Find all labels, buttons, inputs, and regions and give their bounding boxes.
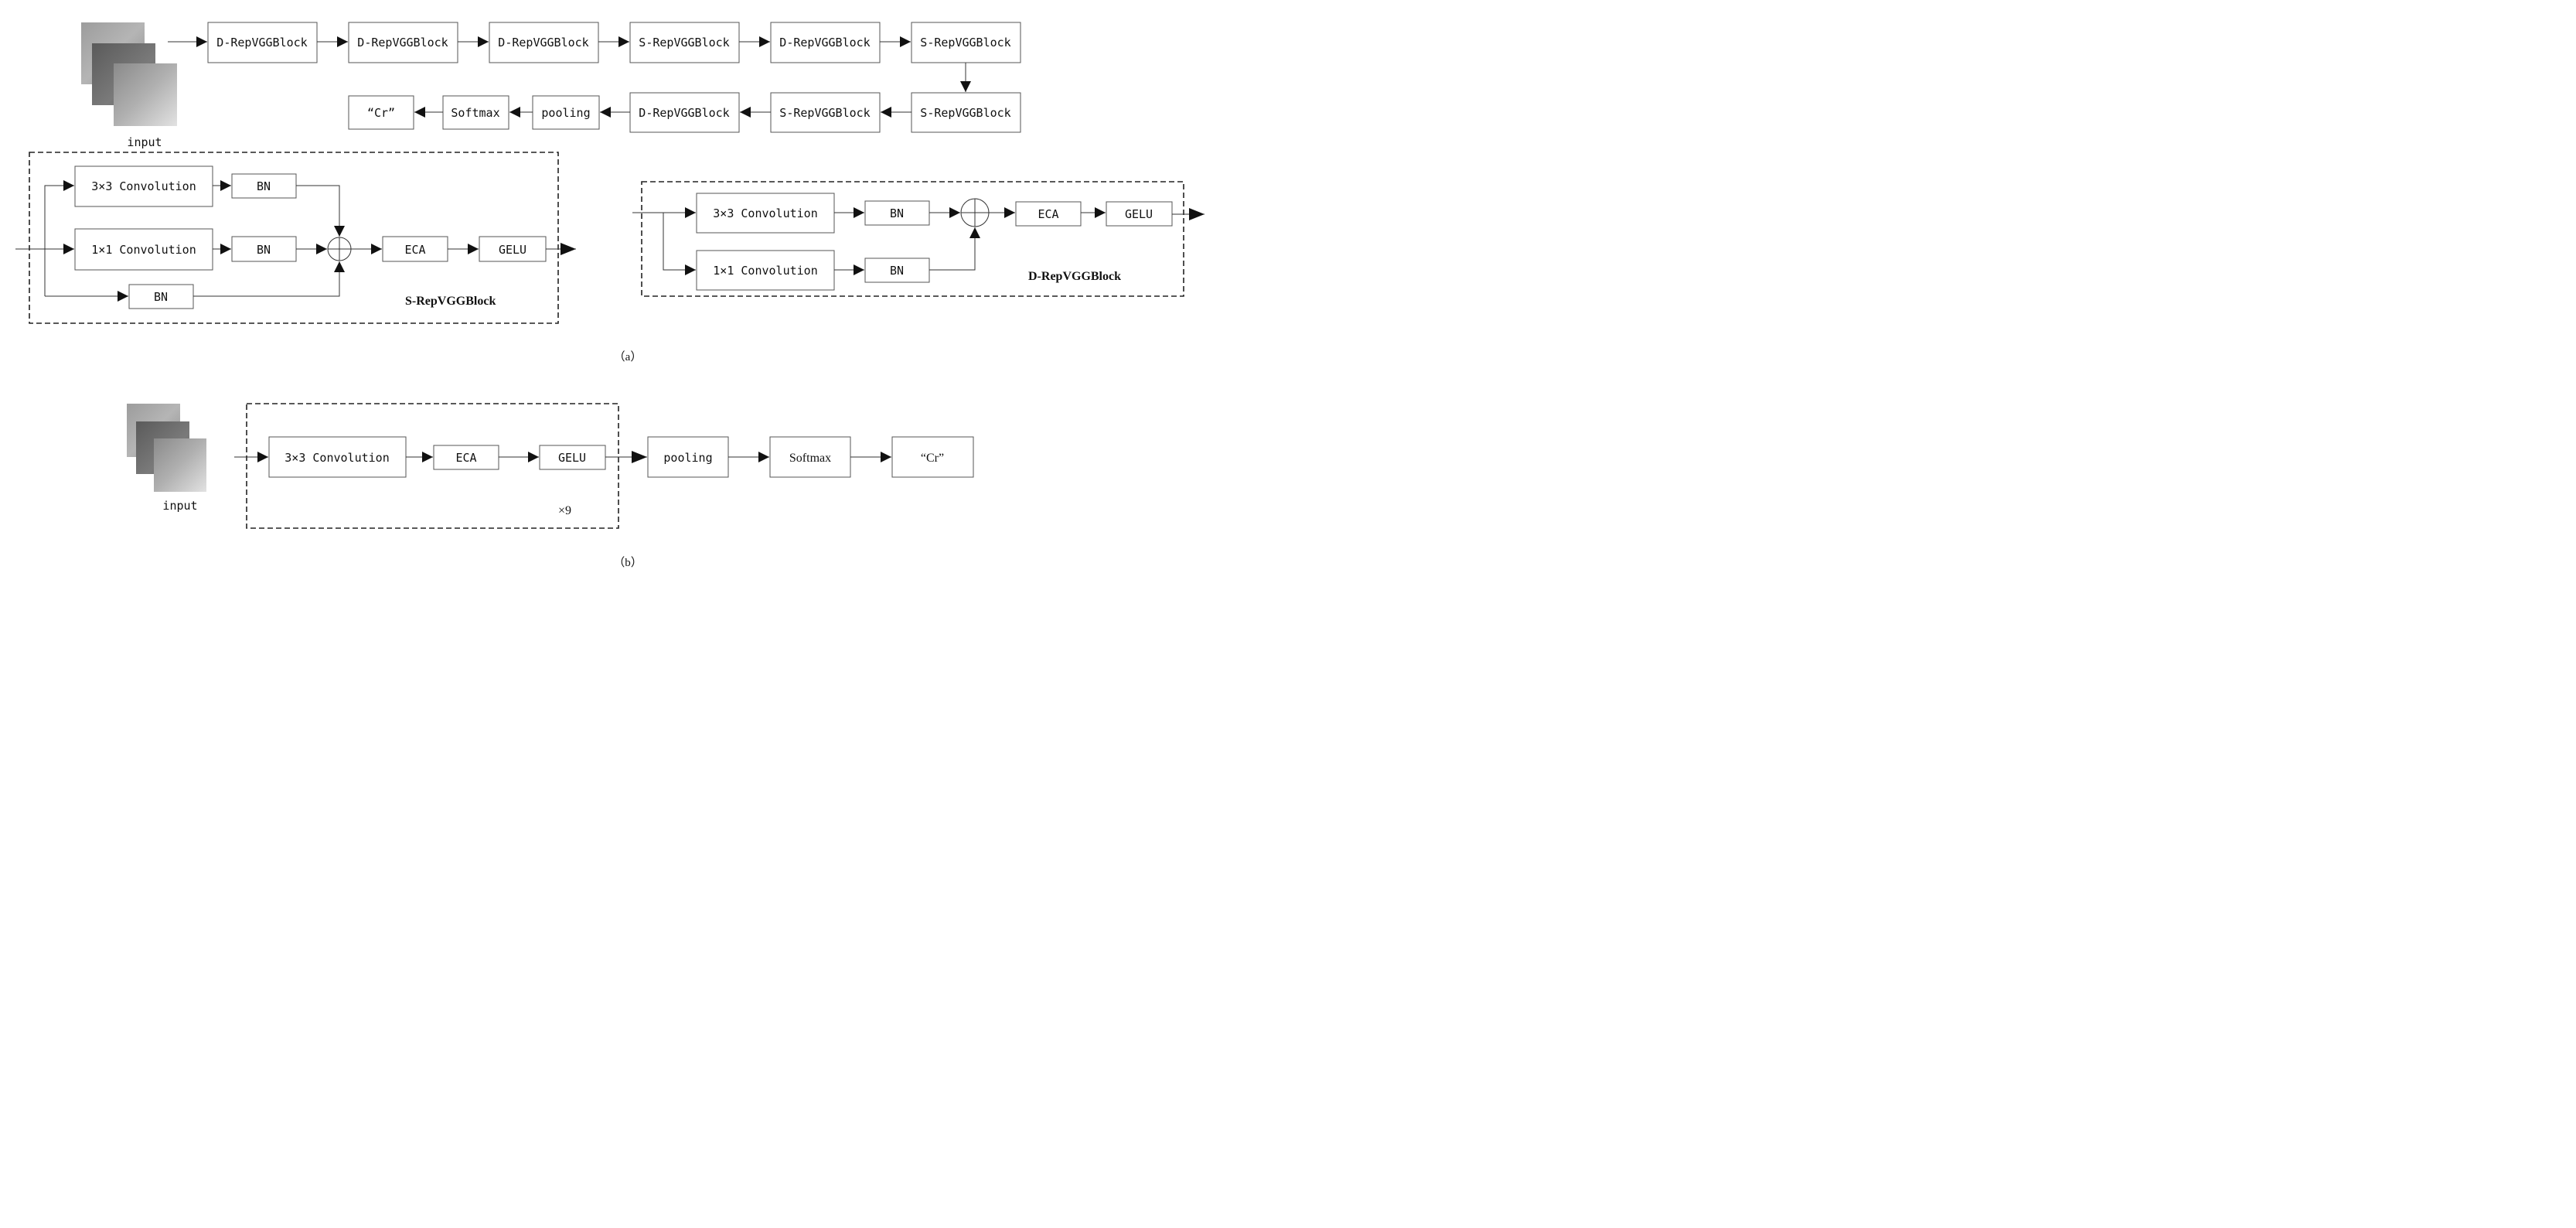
s-conv1x1-block: 1×1 Convolution xyxy=(74,228,213,271)
svg-text:D-RepVGGBlock: D-RepVGGBlock xyxy=(357,36,448,49)
svg-text:1×1 Convolution: 1×1 Convolution xyxy=(91,243,196,257)
svg-text:BN: BN xyxy=(257,243,271,257)
svg-text:S-RepVGGBlock: S-RepVGGBlock xyxy=(779,106,870,120)
svg-text:ECA: ECA xyxy=(455,451,476,465)
pipeline-block-8: S-RepVGGBlock xyxy=(770,92,881,133)
d-repvggblock-frame xyxy=(641,181,1184,297)
svg-text:“Cr”: “Cr” xyxy=(921,452,944,465)
pipeline-block-1: D-RepVGGBlock xyxy=(207,22,318,63)
d-bn-block-2: BN xyxy=(864,258,930,283)
pipeline-block-6: S-RepVGGBlock xyxy=(911,22,1021,63)
d-repvggblock-title: D-RepVGGBlock xyxy=(1028,270,1121,283)
svg-text:D-RepVGGBlock: D-RepVGGBlock xyxy=(779,36,870,49)
svg-text:D-RepVGGBlock: D-RepVGGBlock xyxy=(498,36,588,49)
svg-text:D-RepVGGBlock: D-RepVGGBlock xyxy=(216,36,307,49)
svg-text:ECA: ECA xyxy=(404,243,425,257)
svg-text:pooling: pooling xyxy=(541,106,590,120)
s-sum-node-icon xyxy=(327,237,352,261)
network-architecture-diagram: input D-RepVGGBlock D-RepVGGBlock D-RepV… xyxy=(15,22,1205,569)
svg-text:BN: BN xyxy=(154,290,168,304)
pipeline-block-4: S-RepVGGBlock xyxy=(629,22,740,63)
pipeline-block-7: S-RepVGGBlock xyxy=(911,92,1021,133)
svg-text:ECA: ECA xyxy=(1038,207,1058,221)
s-repvggblock-frame xyxy=(29,152,559,324)
repeat-block-frame xyxy=(246,403,619,529)
b-conv3x3-block: 3×3 Convolution xyxy=(268,436,407,478)
caption-a: （a） xyxy=(614,350,642,363)
svg-text:3×3 Convolution: 3×3 Convolution xyxy=(713,206,817,220)
repeat-count: ×9 xyxy=(558,504,571,517)
svg-text:“Cr”: “Cr” xyxy=(367,106,395,120)
svg-text:pooling: pooling xyxy=(663,451,712,465)
b-output-cr-block: “Cr” xyxy=(891,436,974,478)
svg-text:S-RepVGGBlock: S-RepVGGBlock xyxy=(920,36,1010,49)
svg-text:GELU: GELU xyxy=(1125,207,1153,221)
pipeline-block-3: D-RepVGGBlock xyxy=(489,22,599,63)
svg-text:GELU: GELU xyxy=(499,243,526,257)
svg-text:Softmax: Softmax xyxy=(789,452,831,465)
b-pooling-block: pooling xyxy=(647,436,729,478)
s-eca-block: ECA xyxy=(382,236,448,262)
input-label-b: input xyxy=(162,499,197,513)
pipeline-block-9: D-RepVGGBlock xyxy=(629,92,740,133)
pipeline-block-5: D-RepVGGBlock xyxy=(770,22,881,63)
d-eca-block: ECA xyxy=(1015,201,1082,227)
s-bn-block-2: BN xyxy=(231,236,297,262)
d-conv1x1-block: 1×1 Convolution xyxy=(696,250,835,291)
b-softmax-block: Softmax xyxy=(769,436,851,478)
svg-text:GELU: GELU xyxy=(558,451,586,465)
svg-text:1×1 Convolution: 1×1 Convolution xyxy=(713,264,817,278)
pipeline-block-2: D-RepVGGBlock xyxy=(348,22,458,63)
s-repvggblock-title: S-RepVGGBlock xyxy=(405,295,496,308)
input-image-stack-a xyxy=(81,22,177,126)
d-bn-block-1: BN xyxy=(864,200,930,226)
s-conv3x3-block: 3×3 Convolution xyxy=(74,165,213,207)
b-eca-block: ECA xyxy=(433,445,499,470)
caption-b: （b） xyxy=(613,556,642,569)
d-sum-node-icon xyxy=(960,198,990,227)
pooling-block-a: pooling xyxy=(532,95,600,130)
s-bn-block-3: BN xyxy=(128,284,194,309)
softmax-block-a: Softmax xyxy=(442,95,509,130)
svg-text:BN: BN xyxy=(890,206,904,220)
svg-text:S-RepVGGBlock: S-RepVGGBlock xyxy=(639,36,729,49)
s-gelu-block: GELU xyxy=(479,236,547,262)
svg-text:D-RepVGGBlock: D-RepVGGBlock xyxy=(639,106,729,120)
svg-text:3×3 Convolution: 3×3 Convolution xyxy=(285,451,389,465)
d-gelu-block: GELU xyxy=(1106,201,1173,227)
output-cr-block-a: “Cr” xyxy=(348,95,414,130)
svg-text:Softmax: Softmax xyxy=(451,106,499,120)
svg-text:S-RepVGGBlock: S-RepVGGBlock xyxy=(920,106,1010,120)
svg-text:3×3 Convolution: 3×3 Convolution xyxy=(91,179,196,193)
input-label-a: input xyxy=(127,135,162,149)
s-bn-block-1: BN xyxy=(231,173,297,199)
svg-text:BN: BN xyxy=(890,264,904,278)
input-image-stack-b xyxy=(127,404,206,492)
svg-text:BN: BN xyxy=(257,179,271,193)
d-conv3x3-block: 3×3 Convolution xyxy=(696,193,835,234)
b-gelu-block: GELU xyxy=(539,445,606,470)
